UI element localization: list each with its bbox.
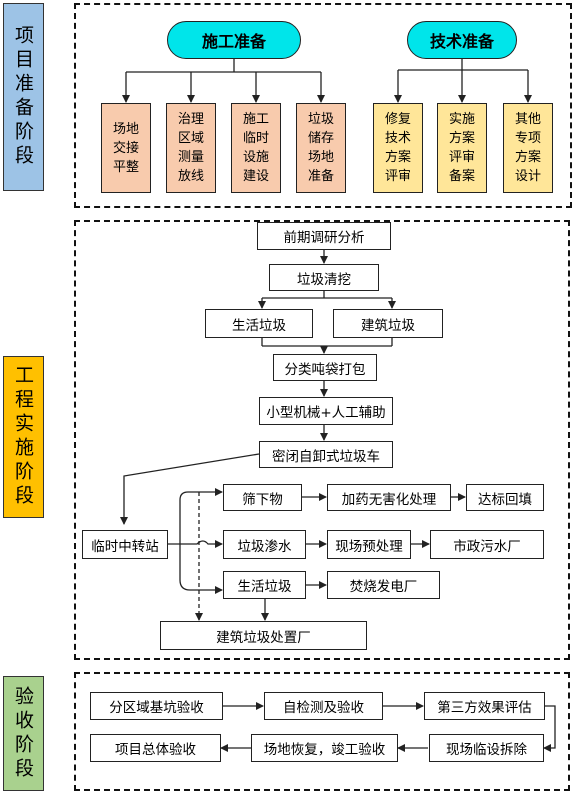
prep-frame: [74, 3, 572, 208]
self-check-box: 自检测及验收: [264, 692, 383, 720]
stage-label-accept: 验收阶段: [3, 676, 44, 791]
accept-frame: [74, 672, 570, 791]
construction-prep-pill: 施工准备: [167, 21, 301, 59]
excavation-box: 垃圾清挖: [269, 264, 379, 291]
sewage-plant-box: 市政污水厂: [430, 530, 544, 559]
stage-label-prep: 项目准备阶段: [3, 3, 44, 191]
construction-item: 垃圾储存场地准备: [296, 103, 346, 193]
incineration-plant-box: 焚烧发电厂: [327, 571, 440, 599]
survey-box: 前期调研分析: [257, 222, 391, 250]
transfer-station-box: 临时中转站: [82, 530, 168, 559]
backfill-box: 达标回填: [466, 484, 544, 511]
technical-item: 修复技术方案评审: [373, 103, 423, 193]
stage-label-impl: 工程实施阶段: [3, 356, 44, 518]
construction-item: 施工临时设施建设: [231, 103, 281, 193]
construction-waste-box: 建筑垃圾: [333, 309, 443, 338]
construction-item: 治理区域测量放线: [166, 103, 216, 193]
truck-box: 密闭自卸式垃圾车: [259, 441, 393, 468]
leachate-box: 垃圾渗水: [223, 530, 306, 559]
bagging-box: 分类吨袋打包: [273, 354, 377, 381]
chemical-treatment-box: 加药无害化处理: [327, 484, 451, 511]
domestic-waste-box: 生活垃圾: [205, 309, 313, 338]
technical-prep-pill: 技术准备: [407, 21, 517, 59]
impl-frame: [74, 220, 570, 660]
technical-item: 其他专项方案设计: [503, 103, 553, 193]
third-party-box: 第三方效果评估: [424, 692, 545, 720]
undersize-box: 筛下物: [223, 484, 302, 511]
dismantle-box: 现场临设拆除: [429, 734, 544, 762]
pit-acceptance-box: 分区域基坑验收: [90, 692, 223, 720]
technical-item: 实施方案评审备案: [437, 103, 487, 193]
overall-acceptance-box: 项目总体验收: [90, 734, 221, 762]
machinery-box: 小型机械+人工辅助: [259, 397, 393, 425]
construction-item: 场地交接平整: [101, 103, 151, 193]
domestic-waste-box-2: 生活垃圾: [223, 571, 306, 599]
disposal-plant-box: 建筑垃圾处置厂: [160, 621, 367, 650]
pretreat-box: 现场预处理: [327, 530, 411, 559]
restore-box: 场地恢复，竣工验收: [251, 734, 398, 762]
